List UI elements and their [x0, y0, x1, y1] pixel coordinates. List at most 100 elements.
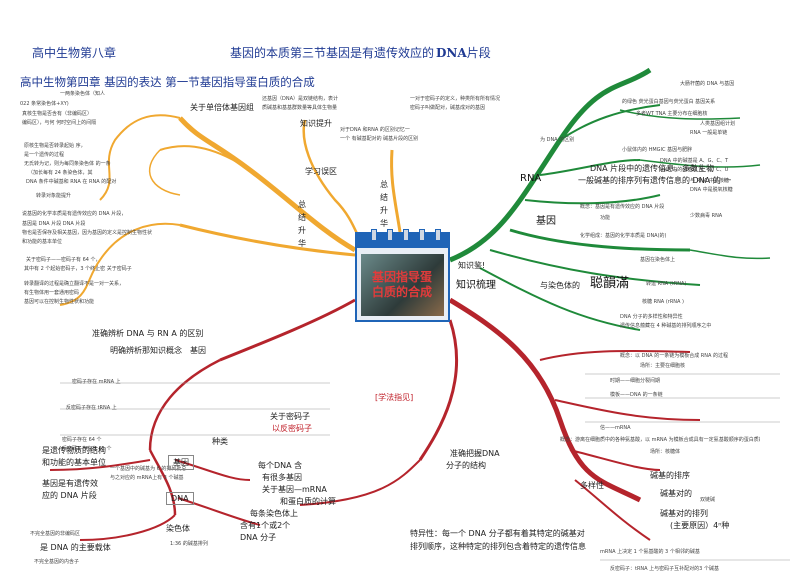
- right-note-strong: 一般碱基的排序列有遗传信息的 DNA 的 一: [578, 176, 732, 185]
- many-genes: 有很多基因: [262, 473, 302, 482]
- label-zongjie-2: 总结升华: [298, 200, 306, 248]
- left-note: 原核生物是否转录起始 序，: [24, 143, 86, 149]
- right-note: 为 DNA 的区别: [540, 137, 575, 143]
- right-note: 基因在染色体上: [640, 257, 676, 263]
- right-note: DNA 分子的多样性和特异性: [620, 314, 683, 320]
- trna-left: 反密码子存在 tRNA 上: [66, 405, 117, 411]
- lower-note: 与之对应的 mRNA上有 3 个碱基: [110, 475, 184, 481]
- node-dna: DNA: [166, 492, 194, 505]
- label-xuexi-quan: 学习误区: [305, 167, 337, 176]
- center-card: 基因指导蛋白质的合成: [355, 229, 450, 322]
- right-note: 核糖 RNA (rRNA ): [642, 299, 684, 305]
- left-note: 022 条常染色体+XY): [20, 101, 69, 107]
- right-note: 遗传信息蕴藏在 4 种碱基的排列顺序之中: [620, 323, 712, 329]
- mid-note: 对于DNA 和RNA 的区别记忆一: [340, 127, 410, 133]
- binder-ring: [387, 229, 393, 241]
- label-zhishi-shuli: 知识梳理: [456, 280, 496, 291]
- base-pairs: 碱基对的: [660, 489, 692, 498]
- center-photo: [361, 254, 444, 316]
- specificity-1: 特异性：每一个 DNA 分子都有着其特定的碱基对: [410, 529, 585, 538]
- transcription-concept: 概念：以 DNA 的一条链为模板合成 RNA 的过程: [620, 353, 729, 359]
- node-ranse: 染色体: [166, 524, 190, 533]
- binder-ring: [371, 229, 377, 241]
- double-strand: 双链碱: [700, 497, 716, 503]
- mid-note: 质碱基和基基群数量等具体生物量: [262, 105, 338, 111]
- right-note: 化学组成：基因的化学本质是 DNA(的): [580, 233, 667, 239]
- concept-title: 明确辨析那知识概念 基因: [110, 346, 206, 355]
- base-pair-order: 碱基对的排列: [660, 509, 708, 518]
- right-note: 多者WT TNA 主要分布在细胞核: [636, 111, 708, 117]
- left-note: 转录对象能提升: [36, 193, 72, 199]
- chapter4-title: 高中生物第四章 基因的表达 第一节基因指导蛋白质的合成: [20, 75, 315, 89]
- lower-note: 是 DNA 的主要载体: [40, 543, 111, 552]
- left-note: 关于密码子——密码子有 64 个，: [26, 257, 101, 263]
- anticodon-note: 反密码子：tRNA 上与密码子互补配对的3 个碱基: [610, 566, 719, 572]
- lower-note: 是遗传物质的结构: [42, 446, 106, 455]
- label-zhishi-jian: 知识鉴!: [458, 261, 486, 270]
- transcription-place: 场所：主要在细胞核: [640, 363, 686, 369]
- right-note: 概念：基因是有遗传效应的 DNA 片段: [580, 204, 665, 210]
- right-note: 小鼠体内的 HMGIC 基因与肥胖: [622, 147, 693, 153]
- left-note: 和功能的基本单位: [22, 239, 63, 245]
- lower-note: 一个基因中的碱基为 6 的排列批总: [110, 466, 187, 472]
- left-note: 物也是否保存及相关基因，因为基因的定义是控制生物性状: [22, 230, 153, 236]
- zhonglei: 种类: [212, 437, 228, 446]
- transcription-time: 时期——细胞分裂间期: [610, 378, 661, 384]
- left-note: 一两条染色体（知人: [60, 91, 106, 97]
- lower-note: 基因是有遗传效: [42, 479, 98, 488]
- diversity: 多样性: [580, 481, 604, 490]
- node-jiyin: 基因: [168, 455, 194, 470]
- card-header-band: [357, 234, 448, 248]
- every-dna: 每个DNA 含: [258, 461, 303, 470]
- left-note: 编码区），与何 何时空间上的间隔: [22, 120, 97, 126]
- binder-ring: [419, 229, 425, 241]
- right-note: RNA 一般是单链: [690, 130, 728, 136]
- dna-mol: DNA 分子: [240, 533, 277, 542]
- section3-text: 基因的本质第三节基因是有遗传效应的: [230, 46, 435, 60]
- right-note: 人类基因组计划: [700, 121, 736, 127]
- ratio-note: 1:36 的碱基排列: [170, 541, 208, 547]
- about-genes: 关于单倍体基因组: [190, 103, 254, 112]
- label-jiyin: 基因: [536, 216, 556, 227]
- right-note: 少数病毒 RNA: [690, 213, 723, 219]
- base-order: 碱基的排序: [650, 471, 690, 480]
- left-note: 基因可以在控制生物性状和功能: [24, 299, 95, 305]
- protein-calc: 和蛋白质的计算: [280, 497, 336, 506]
- lower-note: 不完全基因的内含子: [34, 559, 80, 565]
- left-note: 其中有 2 个起始密码子，3 个终止密 关于密码子: [24, 266, 132, 272]
- left-note: 转录翻译的过程是确立翻译不是一对一关系，: [24, 281, 125, 287]
- count-64: 密码子存在 64 个: [62, 437, 102, 443]
- section3-dna: DNA: [436, 46, 467, 60]
- dna-structure-1: 准确把握DNA: [450, 449, 500, 458]
- fan-mimazi: 以反密码子: [272, 424, 312, 433]
- left-note: 无氏转为记，则为每同条染色体 的一条: [24, 161, 111, 167]
- mrna-label: 信——mRNA: [600, 425, 631, 431]
- left-note: 有生物体用一套通用密码: [24, 290, 80, 296]
- specificity-2: 排列顺序，这种特定的排列包含着特定的遗传信息: [410, 542, 586, 551]
- label-guanxi: 聪韻滿: [590, 276, 630, 291]
- section3-tail: 片段: [466, 46, 491, 60]
- chapter8-title: 高中生物第八章: [32, 46, 117, 60]
- left-note: 基因是 DNA 片段 DNA 片段: [22, 221, 86, 227]
- right-note: 转运 RNA (tRNA): [646, 281, 687, 287]
- transcription-template: 模板——DNA 的一条链: [610, 392, 663, 398]
- dna-structure-2: 分子的结构: [446, 461, 486, 470]
- mid-note: 还基因（DNA）是双链结构，表计: [262, 96, 339, 102]
- lower-note: 不完全基因的非编码区: [30, 531, 81, 537]
- binder-ring: [435, 229, 441, 241]
- left-note: 真核生物是否含有（非编码区）: [22, 111, 93, 117]
- lower-note: 和功能的基本单位: [42, 458, 106, 467]
- right-note: 功能: [600, 215, 611, 221]
- codon-note: mRNA 上决定 1 个氨基酸的 3 个相邻的碱基: [600, 549, 700, 555]
- mid-note: 一个 有碱基配对的 碱基片段的区别: [340, 136, 419, 142]
- ratio: 每条染色体上: [250, 509, 298, 518]
- left-note: 说基因的化学本质是有遗传效应的 DNA 片段，: [22, 211, 127, 217]
- translation-concept: 概念：游离在细胞质中的各种氨基酸，以 mRNA 为模板合成具有一定氨基酸顺序的蛋…: [560, 437, 760, 443]
- label-zongjie-1: 总结升华: [380, 180, 388, 228]
- dna-rna-diff-title: 准确辨析 DNA 与 RN A 的区别: [92, 329, 204, 338]
- left-note: （加长每有 24 条染色体，其: [28, 170, 93, 176]
- left-note: 是一个遗传的过程: [24, 152, 65, 158]
- right-note-strong: DNA 片段中的遗传信息，多数生物: [590, 164, 715, 173]
